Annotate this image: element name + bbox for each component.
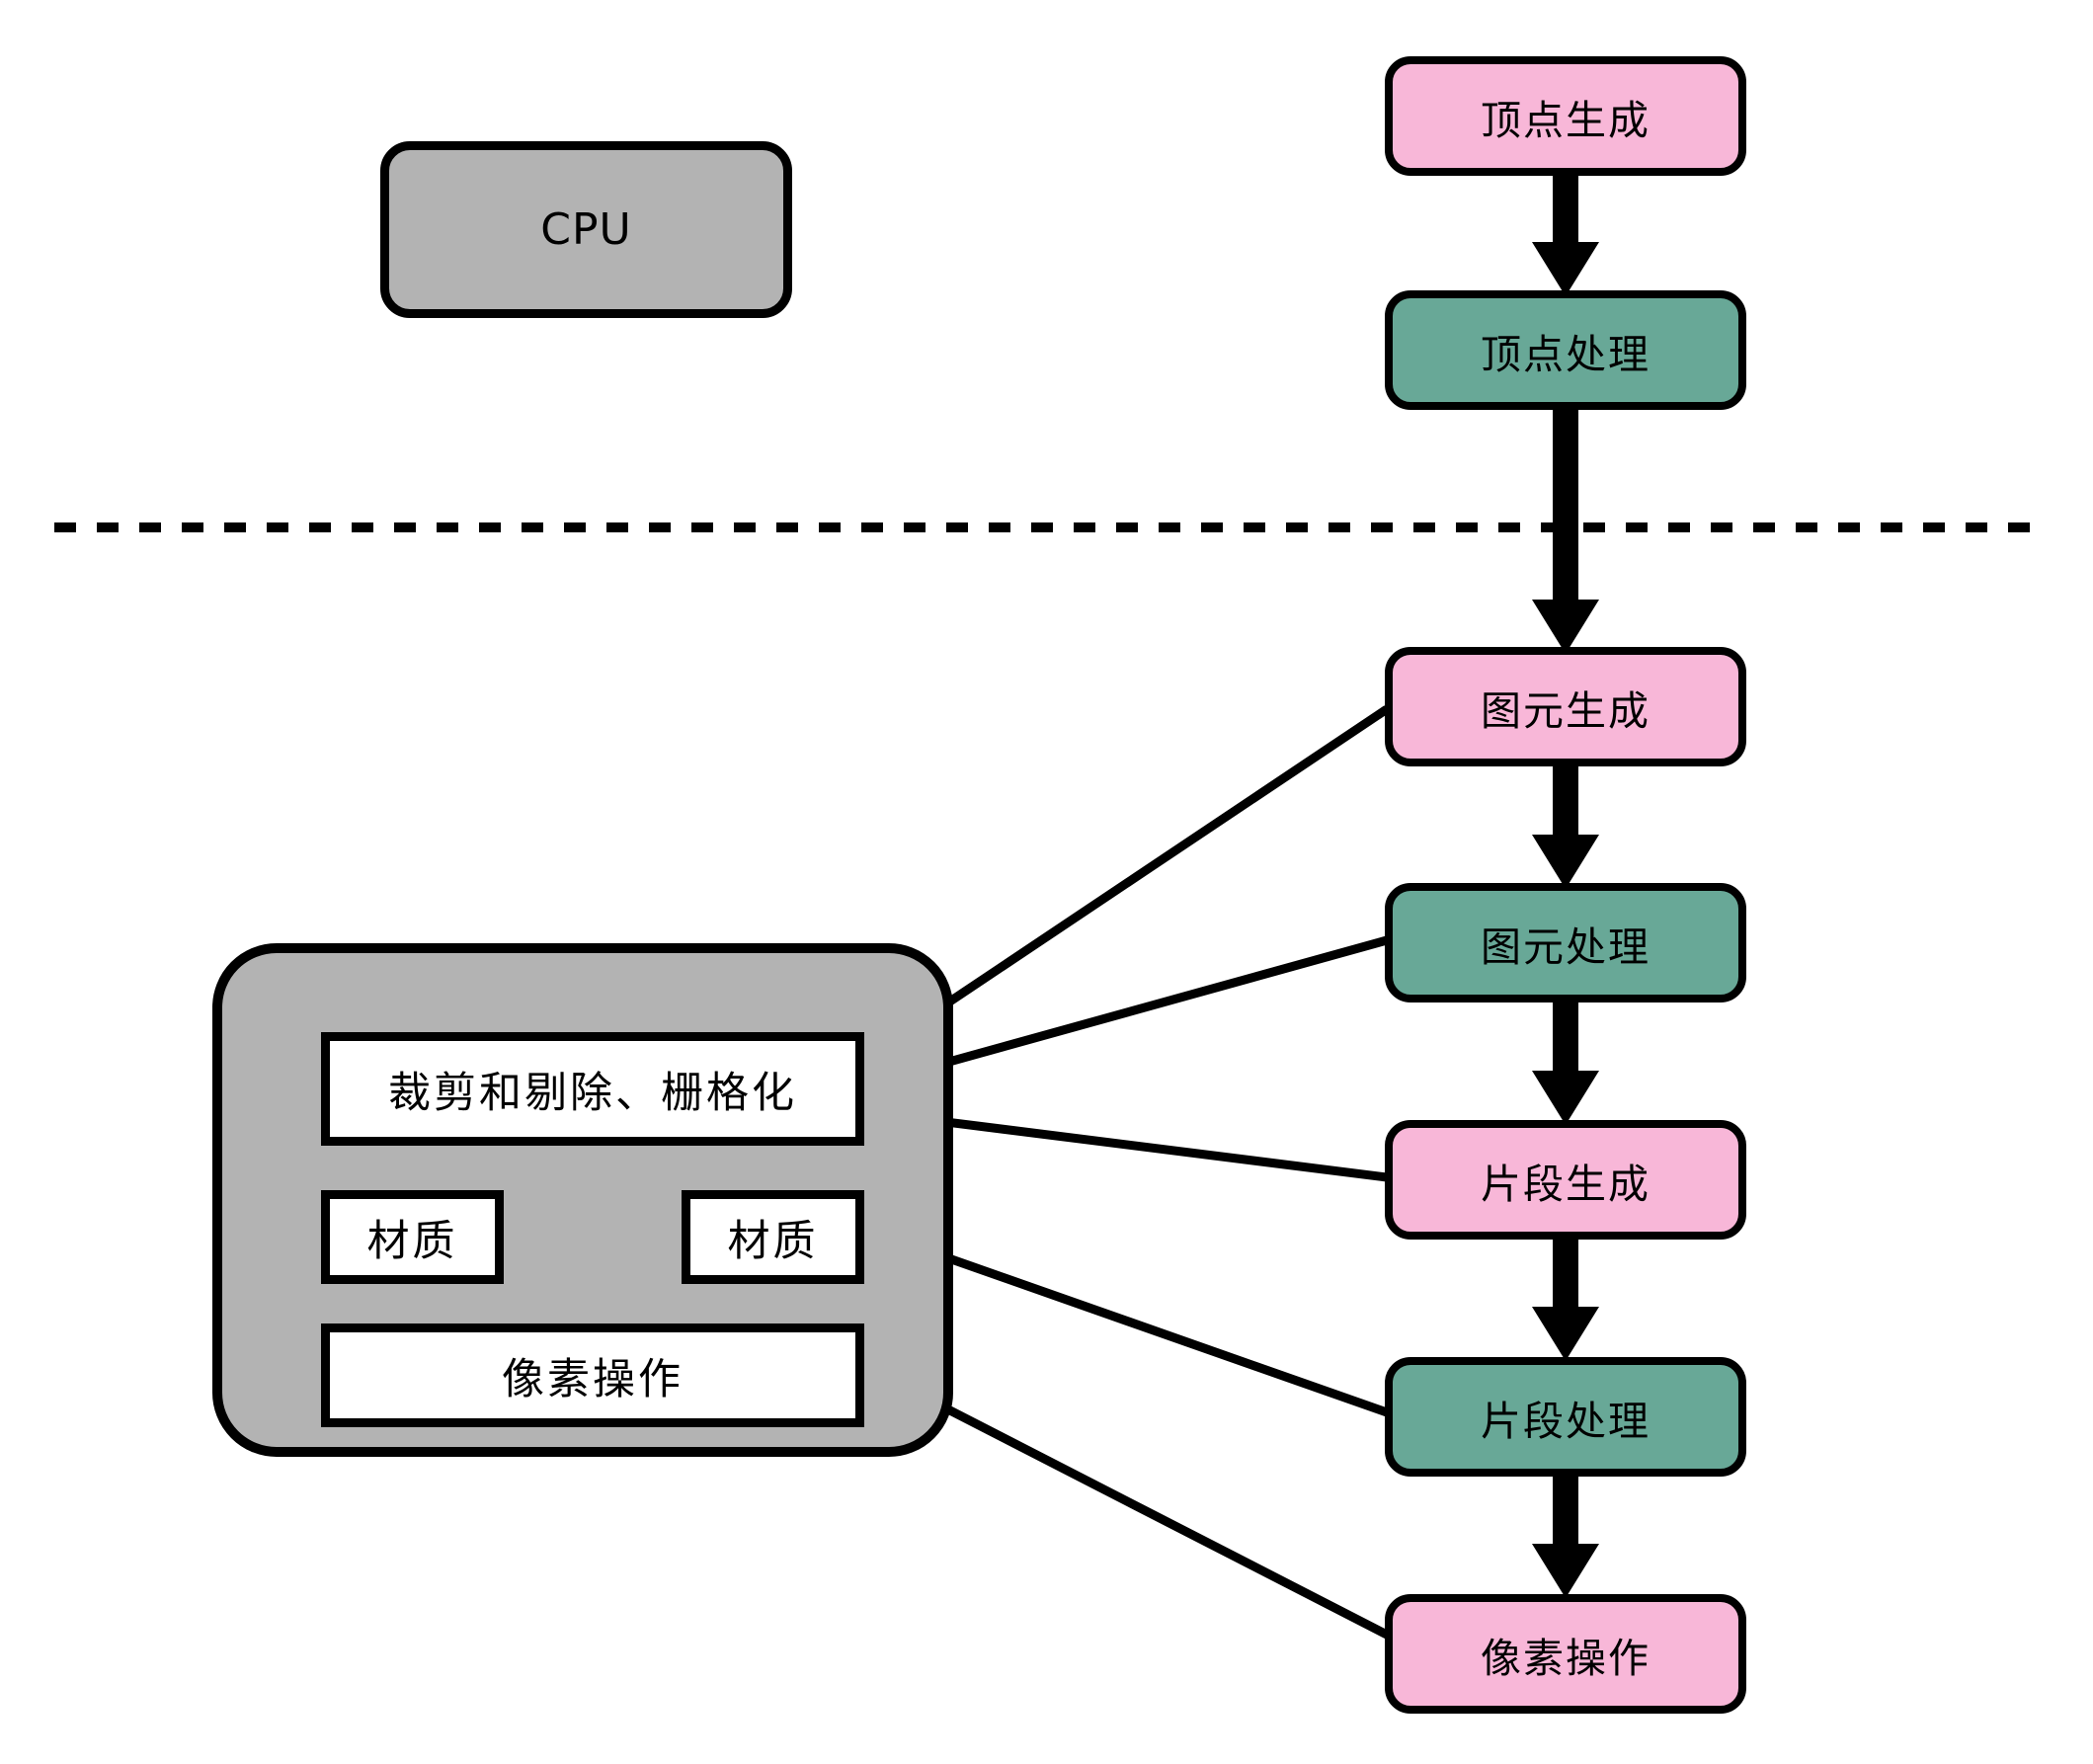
node-vertex-generation: 顶点生成 xyxy=(1385,56,1746,176)
hw-unit-label: 材质 xyxy=(727,1216,819,1266)
node-label: 顶点生成 xyxy=(1481,96,1650,144)
hw-unit-label: 裁剪和剔除、栅格化 xyxy=(388,1068,797,1118)
node-fragment-generation: 片段生成 xyxy=(1385,1120,1746,1240)
flow-arrow-primgen-to-primproc xyxy=(1532,762,1599,889)
hw-unit-label: 像素操作 xyxy=(502,1354,684,1404)
flow-arrow-fragproc-to-pixelops xyxy=(1532,1470,1599,1598)
mapping-arrow-primgen-to-clipunit xyxy=(864,705,1390,1061)
flow-arrow-vertexproc-to-primgen xyxy=(1532,404,1599,654)
node-fragment-processing: 片段处理 xyxy=(1385,1357,1746,1477)
flow-arrow-vertexgen-to-vertexproc xyxy=(1532,170,1599,296)
mapping-arrow-pixelops-to-pixelunit xyxy=(864,1363,1390,1640)
node-pixel-operations: 像素操作 xyxy=(1385,1594,1746,1714)
node-label: 图元处理 xyxy=(1481,922,1650,971)
node-label: 片段生成 xyxy=(1481,1160,1650,1208)
hw-unit-texture-right: 材质 xyxy=(682,1190,864,1284)
node-cpu-label: CPU xyxy=(540,204,632,255)
hw-unit-texture-left: 材质 xyxy=(321,1190,504,1284)
node-vertex-processing: 顶点处理 xyxy=(1385,290,1746,410)
hw-unit-pixel-operations: 像素操作 xyxy=(321,1323,864,1427)
node-primitive-processing: 图元处理 xyxy=(1385,883,1746,1002)
hw-unit-clip-cull-rasterize: 裁剪和剔除、栅格化 xyxy=(321,1032,864,1146)
node-label: 图元生成 xyxy=(1481,686,1650,735)
hw-unit-label: 材质 xyxy=(366,1216,458,1266)
mapping-arrow-fragproc-to-textureunit xyxy=(865,1225,1389,1417)
flow-arrow-primproc-to-fraggen xyxy=(1532,997,1599,1125)
flow-arrow-fraggen-to-fragproc xyxy=(1532,1233,1599,1361)
mapping-arrow-fraggen-to-clipunit xyxy=(865,1098,1388,1182)
node-label: 像素操作 xyxy=(1481,1634,1650,1682)
node-label: 顶点处理 xyxy=(1481,330,1650,378)
node-label: 片段处理 xyxy=(1481,1397,1650,1445)
node-cpu: CPU xyxy=(380,141,792,318)
mapping-arrow-primproc-to-clipunit xyxy=(865,935,1389,1091)
node-primitive-generation: 图元生成 xyxy=(1385,647,1746,766)
